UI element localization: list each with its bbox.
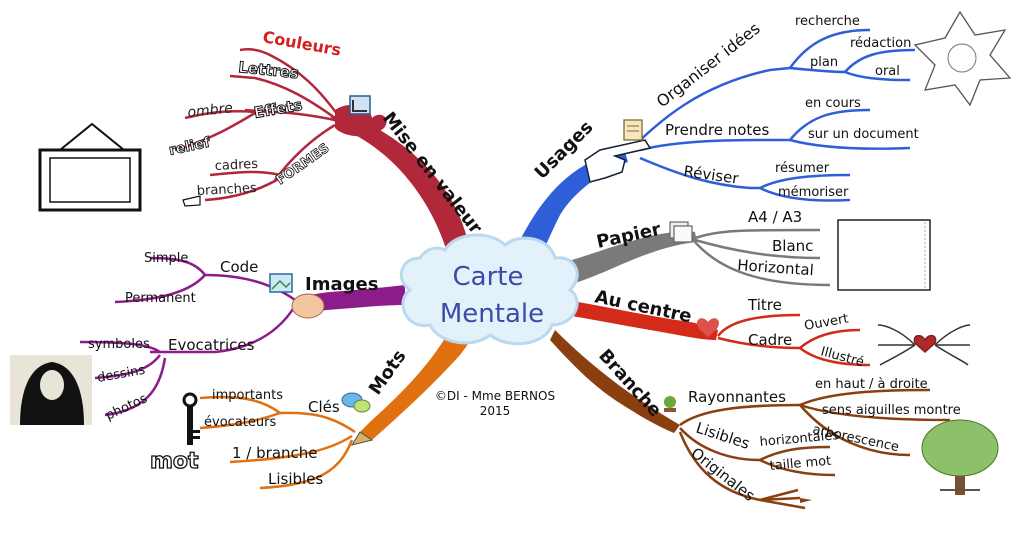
branch-branche [550,330,680,433]
pencil-tip [350,431,374,446]
document-icon [669,221,693,243]
speech-bubble-icon [341,392,371,413]
pointing-hand-icon [584,139,652,183]
bonsai-icon [664,396,676,412]
item-taille: taille mot [769,454,832,474]
item-redaction: rédaction [850,36,911,51]
subbranches-mise-en-valeur [174,47,342,202]
item-illustre: Illustré [819,344,866,370]
item-cadres: cadres [214,157,258,174]
subbranches-images [79,256,297,417]
item-symboles: symboles [88,337,150,352]
item-oral: oral [875,64,900,79]
item-recherche: recherche [795,14,860,29]
subbranches-papier [694,228,831,287]
item-branches: branches [196,181,257,199]
item-organiser: Organiser idées [653,19,764,111]
splash-mise-en-valeur [335,104,387,137]
image-icon [269,273,293,293]
item-plan: plan [810,55,838,70]
item-memoriser: mémoriser [778,185,849,200]
portrait-icon [10,355,92,425]
pointing-hand-small-icon [182,195,201,207]
center-title-line1: Carte [453,262,524,292]
question-star-icon [913,10,1012,107]
item-reviser: Réviser [682,162,740,188]
notepad-icon [623,119,643,141]
branch-mise-en-valeur [330,114,470,255]
item-effets: Effets [253,96,304,122]
subbranches-usages [629,28,916,202]
crop-tool-icon [349,95,371,115]
credit-line1: ©DI - Mme BERNOS [435,389,555,403]
hand-pencil-icon [291,293,325,319]
item-lisibles-mots: Lisibles [268,470,323,488]
item-sur-document: sur un document [808,127,919,142]
item-lettres: Lettres [238,58,300,82]
picture-frame-icon [38,122,142,212]
item-evocateurs: évocateurs [204,415,276,430]
item-un-branche: 1 / branche [232,444,318,462]
item-horizontales: horizontales [759,428,840,450]
item-permanent: Permanent [125,291,196,306]
center-title-line2: Mentale [440,299,544,329]
center-cloud: Carte Mentale [399,233,579,346]
item-horizontal: Horizontal [737,256,815,279]
item-cles: Clés [308,398,340,416]
item-en-cours: en cours [805,96,861,111]
item-code: Code [220,258,258,276]
label-mise-en-valeur: Mise en valeur [378,108,486,238]
item-cadre: Cadre [748,331,792,349]
branch-au-centre [565,300,718,340]
item-couleurs: Couleurs [261,27,342,59]
label-images: Images [305,274,378,295]
credit-line2: 2015 [480,404,511,418]
key-icon [182,392,200,445]
branch-mots [360,330,475,440]
item-originales: Originales [688,444,759,505]
item-haut-droite: en haut / à droite [815,377,928,392]
subbranches-mots [199,395,356,490]
subbranches-branche [678,388,951,510]
subbranches-au-centre [717,313,871,367]
item-blanc: Blanc [772,237,813,255]
tree-icon [921,419,999,495]
item-simple: Simple [144,251,188,266]
item-photos: photos [103,391,150,423]
item-mot: mot [150,449,199,474]
item-importants: importants [212,388,283,403]
item-evocatrices: Evocatrices [168,336,255,354]
item-prendre-notes: Prendre notes [665,121,770,139]
winged-heart-icon [877,324,971,366]
item-relief: relief [168,134,213,158]
arrow-tip-icon [800,498,812,503]
item-titre: Titre [747,296,782,314]
blank-paper-icon [837,219,931,291]
item-resumer: résumer [775,161,830,176]
item-a4: A4 / A3 [748,208,802,226]
heart-icon [697,318,719,337]
item-ombre: ombre [187,100,234,121]
item-sens: sens aiguilles montre [822,403,961,418]
item-dessins: dessins [96,363,147,386]
item-rayonnantes: Rayonnantes [688,388,786,406]
branch-papier [565,231,697,284]
branch-usages [515,152,628,258]
